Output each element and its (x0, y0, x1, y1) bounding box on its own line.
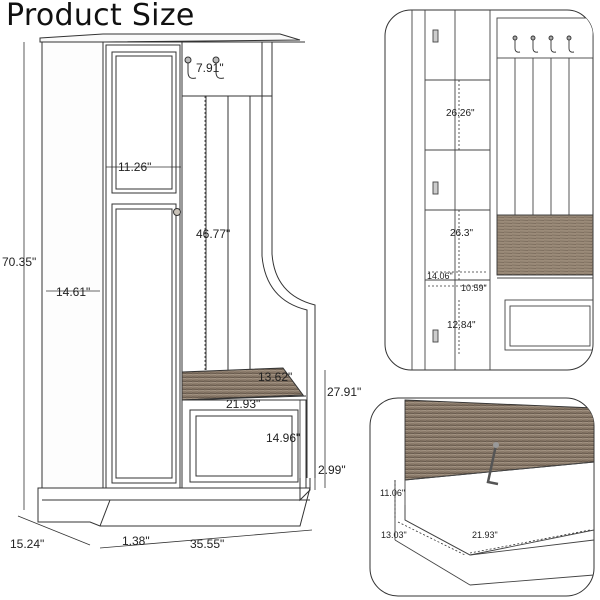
dim-box-width: 21.93" (472, 530, 498, 540)
dim-overall-height: 70.35" (2, 255, 36, 269)
dim-side-depth: 14.61" (56, 285, 90, 299)
coat-hook-icon (512, 35, 575, 53)
dim-bottom-shelf: 12.84" (447, 320, 476, 331)
dim-bench-box-height: 14.96" (266, 431, 300, 445)
dim-base-height: 2.99" (318, 463, 346, 477)
page-title: Product Size (6, 0, 195, 33)
dim-upper-shelf: 26.26" (446, 108, 475, 119)
dim-depth: 15.24" (10, 537, 44, 551)
dim-lower-shelf: 26.3" (450, 228, 473, 239)
bench-detail-circle: 11.06" 13.03" 21.93" (369, 397, 595, 597)
dim-hook-spacing: 7.91" (196, 61, 224, 75)
coat-hook-icon (184, 56, 225, 79)
dimension-lines (17, 42, 326, 549)
dim-overall-width: 35.55" (190, 537, 224, 551)
dim-base-offset: 1.38" (122, 534, 150, 548)
dim-bench-depth: 13.62" (258, 370, 292, 384)
dim-box-depth: 13.03" (381, 530, 407, 540)
dim-bench-total-height: 27.91" (327, 385, 361, 399)
hall-tree-drawing (37, 33, 316, 527)
dim-bench-width: 21.93" (226, 397, 260, 411)
interior-detail-circle: 26.26" 26.3" 14.06" 10.59" 12.84" (384, 9, 594, 371)
dim-shelf-depth: 14.06" (427, 271, 453, 281)
dim-shelf-width: 10.59" (461, 283, 487, 293)
dim-lid-height: 11.06" (380, 488, 405, 498)
dim-door-width: 11.26" (118, 160, 151, 174)
dim-hanging-height: 46.77" (196, 227, 230, 241)
